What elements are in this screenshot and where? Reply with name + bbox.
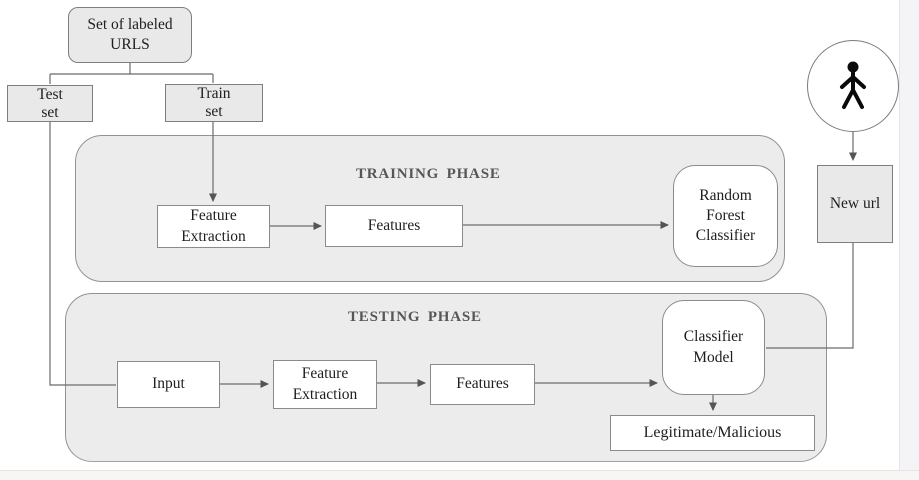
training-phase-label: TRAINING PHASE xyxy=(356,166,501,182)
node-set-of-labeled-urls: Set of labeled URLS xyxy=(68,7,192,63)
node-feature-extraction-training: Feature Extraction xyxy=(157,205,270,248)
edge-testset-to-input xyxy=(49,122,116,386)
testing-phase-label: TESTING PHASE xyxy=(348,309,482,325)
node-train-set: Train set xyxy=(165,84,263,122)
node-random-forest-classifier: Random Forest Classifier xyxy=(673,165,778,267)
node-new-url: New url xyxy=(817,165,893,243)
node-features-training: Features xyxy=(325,205,463,247)
bottom-edge-strip xyxy=(0,470,919,480)
user-circle xyxy=(807,40,899,132)
node-classifier-model: Classifier Model xyxy=(662,300,765,395)
node-test-set: Test set xyxy=(7,85,93,122)
edge-newurl-to-model xyxy=(766,243,854,349)
person-icon xyxy=(840,61,866,109)
node-result-legitimate-malicious: Legitimate/Malicious xyxy=(610,415,815,451)
node-feature-extraction-testing: Feature Extraction xyxy=(273,360,377,409)
node-features-testing: Features xyxy=(430,364,535,405)
right-edge-strip xyxy=(899,0,919,479)
edge-urls-split xyxy=(49,63,214,84)
node-input: Input xyxy=(117,361,220,408)
